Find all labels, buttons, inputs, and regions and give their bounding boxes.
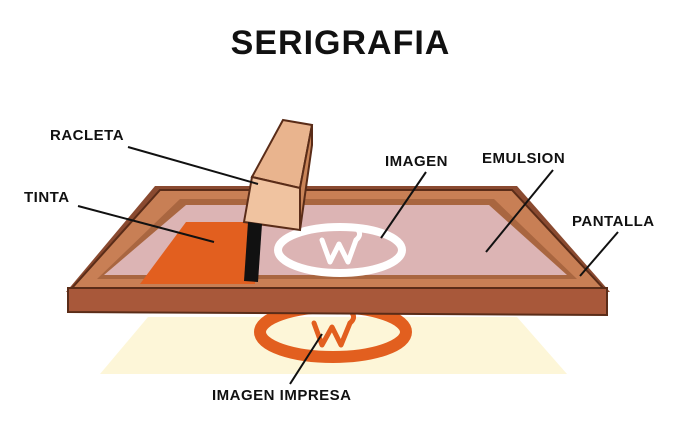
screen-w-logo-icon: [319, 227, 363, 265]
screen-image-ring: [274, 223, 406, 277]
squeegee-blade: [244, 222, 262, 282]
leader-line-imagen: [380, 171, 427, 239]
label-emulsion: EMULSION: [482, 150, 566, 167]
paper-sheet: [100, 317, 567, 374]
leader-line-tinta: [77, 205, 215, 243]
leader-lines: [77, 146, 619, 385]
frame-front-side: [67, 287, 608, 317]
leader-line-emulsion: [485, 169, 554, 253]
leader-line-impresa: [289, 333, 323, 385]
label-pantalla: PANTALLA: [572, 213, 655, 230]
leader-line-racleta: [127, 146, 259, 185]
label-tinta: TINTA: [24, 189, 70, 206]
label-racleta: RACLETA: [50, 127, 125, 144]
leader-line-pantalla: [579, 231, 619, 277]
squeegee-front-face: [242, 175, 301, 232]
label-imagen-impresa: IMAGEN IMPRESA: [212, 387, 352, 404]
ink-pool: [140, 222, 255, 284]
squeegee: [242, 118, 314, 282]
diagram-title: SERIGRAFIA: [230, 24, 451, 62]
label-imagen: IMAGEN: [385, 153, 448, 170]
